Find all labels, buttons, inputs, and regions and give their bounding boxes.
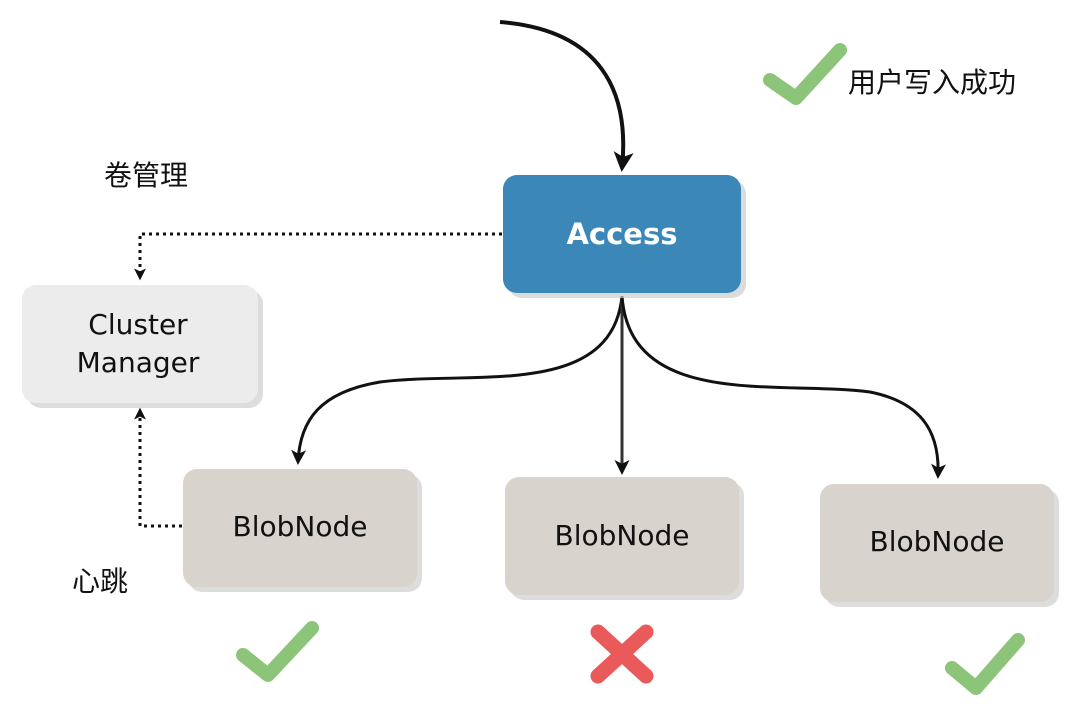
access-label: Access [566, 217, 677, 251]
access-node: Access [503, 175, 746, 298]
incoming-write-arrow [499, 20, 634, 172]
access-to-blobnode-3-edge [620, 295, 947, 479]
blobnode-1: BlobNode [183, 469, 422, 592]
blobnode-3-label: BlobNode [870, 525, 1005, 558]
blobnode-3: BlobNode [820, 484, 1059, 607]
cluster-manager-node: Cluster Manager [22, 285, 263, 408]
heartbeat-edge [134, 407, 182, 528]
check-icon-write-success [763, 43, 847, 105]
user-write-success-label: 用户写入成功 [848, 66, 1016, 99]
heartbeat-label: 心跳 [72, 565, 128, 598]
blobnode-2-label: BlobNode [555, 519, 690, 552]
volume-management-label: 卷管理 [104, 159, 188, 192]
cluster-manager-label-line1: Cluster [88, 308, 188, 341]
blobnode-1-label: BlobNode [233, 510, 368, 543]
check-icon-blobnode-3 [945, 633, 1025, 695]
check-icon-blobnode-1 [236, 621, 319, 682]
blobnode-2: BlobNode [505, 477, 744, 600]
cluster-manager-label-line2: Manager [77, 346, 200, 379]
access-to-blobnode-1-edge [291, 295, 624, 465]
cross-icon-blobnode-2 [590, 624, 654, 684]
access-to-cluster-manager-edge [134, 232, 502, 281]
